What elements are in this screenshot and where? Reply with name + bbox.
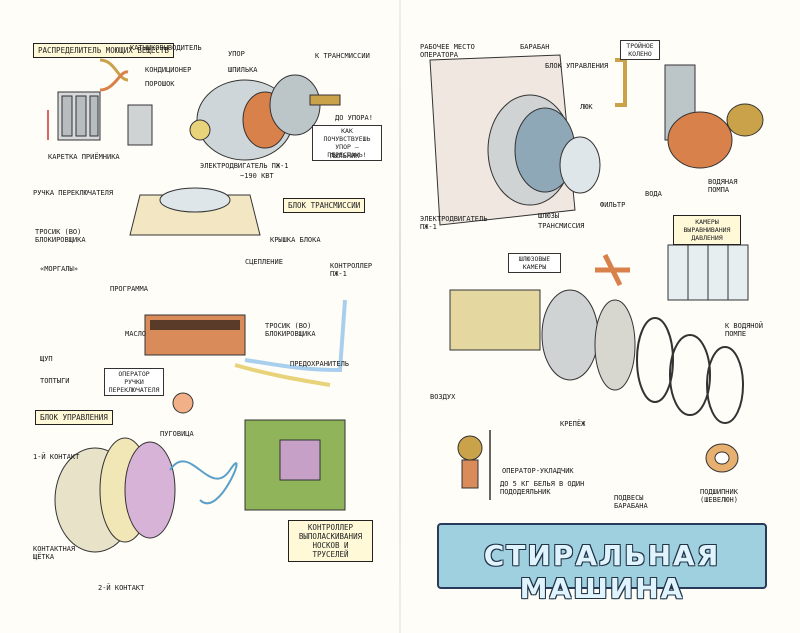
fuse-label: ПРЕДОХРАНИТЕЛЬ xyxy=(290,360,350,368)
page-title: СТИРАЛЬНАЯ МАШИНА xyxy=(483,539,721,605)
pressure-chambers-label: КАМЕРЫ ВЫРАВНИВАНИЯ ДАВЛЕНИЯ xyxy=(673,215,741,245)
triple-knee-label: ТРОЙНОЕ КОЛЕНО xyxy=(620,40,660,60)
lock-chambers-label: ШЛЮЗОВЫЕ КАМЕРЫ xyxy=(508,253,561,273)
control-block-illustration xyxy=(54,392,346,553)
drum-label: БАРАБАН xyxy=(520,43,550,51)
bleach-label: КАТЫШКОВЫВОДИТЕЛЬ xyxy=(130,44,202,52)
operator-figure xyxy=(457,430,491,500)
pump-illustration xyxy=(615,58,764,169)
clutch-label: СЦЕПЛЕНИЕ xyxy=(245,258,283,266)
air-label: ВОЗДУХ xyxy=(430,393,456,401)
contact-2-label: 2-Й КОНТАКТ xyxy=(98,584,145,592)
bearing-illustration xyxy=(705,443,739,473)
page-gutter xyxy=(399,0,401,633)
to-stop-label: ДО УПОРА! xyxy=(335,114,373,122)
control-unit-label: БЛОК УПРАВЛЕНИЯ xyxy=(545,62,609,70)
switch-handle-label: РУЧКА ПЕРЕКЛЮЧАТЕЛЯ xyxy=(33,189,114,197)
water-label: ВОДА xyxy=(645,190,662,198)
carriage-label: КАРЕТКА ПРИЁМНИКА xyxy=(48,153,120,161)
operator-stacker-label: ОПЕРАТОР-УКЛАДЧИК xyxy=(502,467,574,475)
detergent-carriage-illustration xyxy=(47,58,153,146)
contact-brush-label: КОНТАКТНАЯ ЩЁТКА xyxy=(33,545,76,561)
capacity-label: ДО 5 КГ БЕЛЬЯ В ОДИН ПОДОДЕЯЛЬНИК xyxy=(500,480,585,496)
stop-note: КАК ПОЧУВСТВУЕШЬ УПОР — ПЕРЕСТАНЬ! xyxy=(312,125,382,161)
locks-label: ШЛЮЗЫ xyxy=(538,212,560,220)
motor-illustration xyxy=(189,74,341,161)
blocker-cable-2-label: ТРОСИК (ВО) БЛОКИРОВЩИКА xyxy=(265,322,316,338)
cover-label: КРЫШКА БЛОКА xyxy=(270,236,321,244)
bearing-label: ПОДШИПНИК (ШЕВЕЛЮН) xyxy=(700,488,738,504)
stop-label: УПОР xyxy=(228,50,245,58)
transmission-r-label: ТРАНСМИССИЯ xyxy=(538,222,585,230)
suspension-label: ПОДВЕСЫ БАРАБАНА xyxy=(614,494,648,510)
pipe-blue xyxy=(244,299,347,373)
powder-label: ПОРОШОК xyxy=(145,80,175,88)
control-title: БЛОК УПРАВЛЕНИЯ xyxy=(35,410,113,425)
button-label: ПУГОВИЦА xyxy=(160,430,194,438)
probe-label: ЩУП xyxy=(40,355,53,363)
motor-label: ЭЛЕКТРОДВИГАТЕЛЬ ПЖ-1 xyxy=(200,162,289,170)
morgals-label: «МОРГАЛЫ» xyxy=(40,265,78,273)
pedals-label: ТОПТЫГИ xyxy=(40,377,70,385)
socks-controller-label: КОНТРОЛЛЕР ВЫПОЛАСКИВАНИЯ НОСКОВ И ТРУСЕ… xyxy=(288,520,373,562)
to-transmission-label: К ТРАНСМИССИИ xyxy=(315,52,370,60)
conditioner-label: КОНДИЦИОНЕР xyxy=(145,66,192,74)
dust-cover-label: ПЫЛЬНИК xyxy=(330,152,360,160)
workplace-label: РАБОЧЕЕ МЕСТО ОПЕРАТОРА xyxy=(420,43,475,59)
operator-handle-note: ОПЕРАТОР РУЧКИ ПЕРЕКЛЮЧАТЕЛЯ xyxy=(104,368,164,396)
oil-label: МАСЛО xyxy=(125,330,147,338)
blocker-cable-label: ТРОСИК (ВО) БЛОКИРОВЩИКА xyxy=(35,228,86,244)
pin-label: ШПИЛЬКА xyxy=(228,66,258,74)
washing-machine-body xyxy=(429,54,601,226)
pressure-chambers-illustration xyxy=(667,244,749,301)
distributor-title: РАСПРЕДЕЛИТЕЛЬ МОЮЩИХ ВЕЩЕСТВ xyxy=(33,43,174,58)
pump-label: ВОДЯНАЯ ПОМПА xyxy=(708,178,738,194)
motor-power-label: ~190 КВТ xyxy=(240,172,274,180)
transmission-title: БЛОК ТРАНСМИССИИ xyxy=(283,198,366,213)
controller-pzh-label: КОНТРОЛЛЕР ПЖ-1 xyxy=(330,262,373,278)
title-banner: СТИРАЛЬНАЯ МАШИНА xyxy=(437,523,767,605)
filter-label: ФИЛЬТР xyxy=(600,201,626,209)
to-pump-label: К ВОДЯНОЙ ПОМПЕ xyxy=(725,322,763,338)
motor-r-label: ЭЛЕКТРОДВИГАТЕЛЬ ПЖ-1 xyxy=(420,215,488,231)
hatch-label: ЛЮК xyxy=(580,103,593,111)
transmission-cover-illustration xyxy=(129,187,261,356)
pipe-yellow xyxy=(234,363,331,387)
contact-1-label: 1-Й КОНТАКТ xyxy=(33,453,80,461)
program-label: ПРОГРАММА xyxy=(110,285,148,293)
mount-label: КРЕПЁЖ xyxy=(560,420,586,428)
drum-exploded-illustration xyxy=(449,253,744,424)
